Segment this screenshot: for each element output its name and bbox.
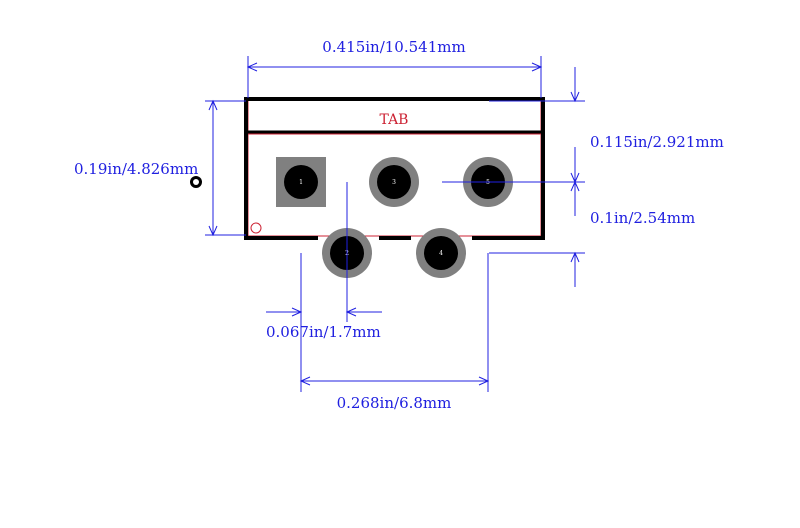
dim-height-label: 0.19in/4.826mm: [74, 160, 198, 178]
dim-pad-span-arrow-left: [299, 376, 311, 386]
dim-height-arrow-top: [208, 99, 218, 111]
dim-top-offset: [442, 67, 585, 216]
dim-row-offset-label: 0.1in/2.54mm: [590, 209, 695, 227]
pad-1: 1: [276, 157, 326, 207]
pad-4-hole: [424, 236, 458, 270]
dim-pad-span-label: 0.268in/6.8mm: [337, 394, 452, 412]
dim-pad-span: [299, 253, 490, 392]
pad-4: 4: [416, 228, 466, 278]
pads-layer: 1 2 3 4 5: [276, 157, 513, 278]
pin1-indicator-icon: [190, 176, 202, 188]
dim-pad-offset-label: 0.067in/1.7mm: [266, 323, 381, 341]
silkscreen-pin1-dot: [250, 222, 262, 234]
dim-height: [205, 99, 246, 237]
dim-top-offset-label: 0.115in/2.921mm: [590, 133, 724, 151]
dim-top-offset-arrow-top: [570, 91, 580, 103]
pad-1-hole: [284, 165, 318, 199]
dim-overall-width-arrow-right: [531, 62, 543, 72]
body-outline-layer: [244, 97, 545, 240]
dim-pad-offset: [266, 182, 382, 392]
dim-height-arrow-bottom: [208, 225, 218, 237]
dim-overall-width-label: 0.415in/10.541mm: [322, 38, 465, 56]
pad-4-number: 4: [439, 250, 443, 257]
pad-3-hole: [377, 165, 411, 199]
dim-row-offset: [489, 251, 585, 287]
pad-1-number: 1: [299, 179, 303, 186]
dim-pad-offset-arrow-right: [345, 307, 357, 317]
tab-label: TAB: [380, 112, 409, 128]
dim-overall-width-arrow-left: [246, 62, 258, 72]
dim-row-offset-arrow-bottom: [570, 251, 580, 263]
dimensions-layer: [205, 56, 585, 392]
dimension-labels: 0.415in/10.541mm 0.19in/4.826mm 0.115in/…: [74, 38, 724, 412]
dim-overall-width: [246, 56, 543, 98]
dim-pad-span-arrow-right: [478, 376, 490, 386]
dim-pad-offset-arrow-left: [291, 307, 303, 317]
pin1-indicator-inner: [193, 179, 199, 185]
pad-3-number: 3: [392, 179, 396, 186]
dim-top-offset-arrow-mid-up: [570, 180, 580, 192]
pad-3: 3: [369, 157, 419, 207]
